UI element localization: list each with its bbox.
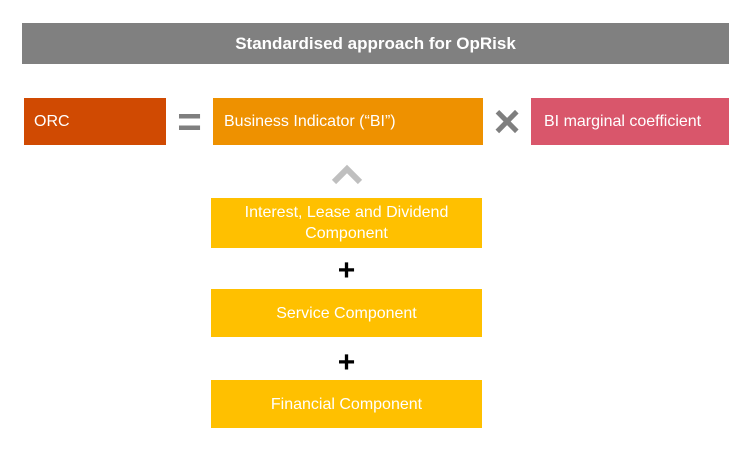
component-box-financial: Financial Component: [211, 380, 482, 428]
component-box-interest-lease-dividend: Interest, Lease and Dividend Component: [211, 198, 482, 248]
business-indicator-box: Business Indicator (“BI”): [213, 98, 483, 145]
plus-sign: +: [337, 254, 356, 287]
page-title: Standardised approach for OpRisk: [22, 23, 729, 64]
bi-marginal-coefficient-box: BI marginal coefficient: [531, 98, 729, 145]
chevron-up-icon: [329, 164, 365, 186]
plus-sign: +: [337, 346, 356, 379]
component-box-service: Service Component: [211, 289, 482, 337]
multiply-sign: ×: [493, 94, 521, 147]
equals-sign: =: [177, 97, 202, 145]
orc-box: ORC: [24, 98, 166, 145]
